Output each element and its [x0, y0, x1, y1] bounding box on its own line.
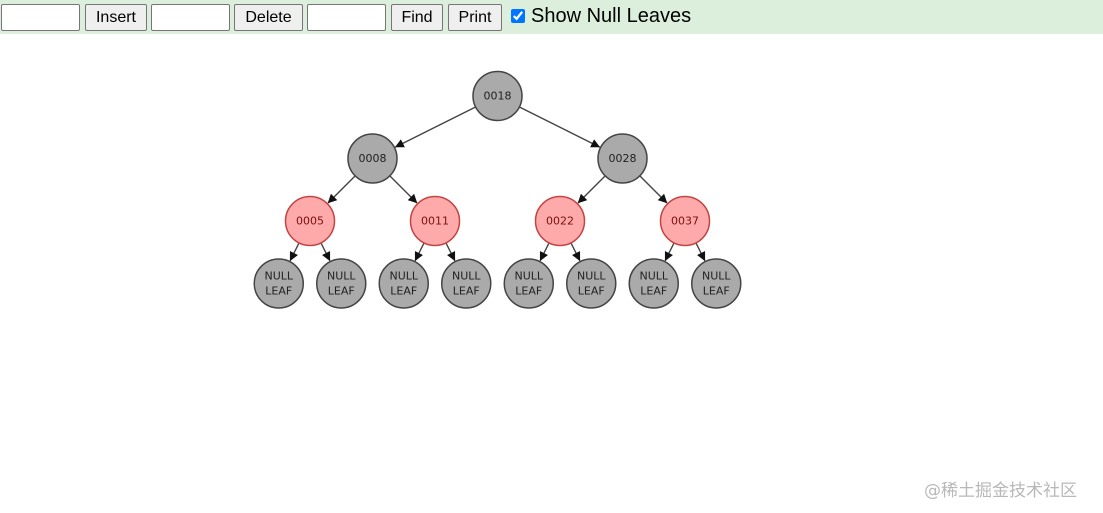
node-label: 0018 — [484, 90, 512, 103]
tree-node[interactable]: 0005 — [284, 195, 336, 247]
black-node-circle[interactable] — [503, 258, 554, 309]
null-leaf-node[interactable]: NULL LEAF — [253, 258, 304, 309]
tree-edge — [320, 242, 331, 262]
node-label: 0005 — [296, 215, 324, 228]
red-node-circle[interactable] — [409, 195, 461, 247]
black-node-circle[interactable] — [378, 258, 429, 309]
black-node-circle[interactable] — [316, 258, 367, 309]
red-node-circle[interactable] — [284, 195, 336, 247]
null-leaf-node[interactable]: NULL LEAF — [378, 258, 429, 309]
tree-edge — [327, 175, 356, 204]
watermark: @稀土掘金技术社区 — [924, 481, 1077, 501]
tree-node[interactable]: 0008 — [347, 133, 398, 184]
node-label: LEAF — [328, 285, 355, 298]
node-label: NULL — [639, 270, 668, 283]
tree-node[interactable]: 0011 — [409, 195, 461, 247]
null-leaf-node[interactable]: NULL LEAF — [441, 258, 492, 309]
insert-value-input[interactable] — [1, 4, 80, 31]
null-leaf-node[interactable]: NULL LEAF — [566, 258, 617, 309]
tree-edge — [639, 175, 668, 204]
node-label: NULL — [452, 270, 481, 283]
node-label: NULL — [327, 270, 356, 283]
null-leaf-node[interactable]: NULL LEAF — [691, 258, 742, 309]
node-label: NULL — [514, 270, 543, 283]
null-leaf-node[interactable]: NULL LEAF — [503, 258, 554, 309]
black-node-circle[interactable] — [691, 258, 742, 309]
node-label: LEAF — [640, 285, 667, 298]
node-label: NULL — [702, 270, 731, 283]
black-node-circle[interactable] — [253, 258, 304, 309]
tree-edge — [389, 175, 418, 204]
node-label: 0028 — [609, 152, 637, 165]
tree-edge — [394, 106, 476, 148]
tree-edge — [519, 106, 601, 148]
tree-edge — [539, 242, 550, 262]
node-label: LEAF — [453, 285, 480, 298]
node-label: 0008 — [359, 152, 387, 165]
tree-node[interactable]: 0028 — [597, 133, 648, 184]
tree-edge — [695, 242, 706, 262]
node-label: NULL — [577, 270, 606, 283]
tree-edge — [664, 242, 675, 262]
null-leaf-node[interactable]: NULL LEAF — [316, 258, 367, 309]
tree-edges — [289, 106, 706, 262]
node-label: 0037 — [671, 215, 699, 228]
black-node-circle[interactable] — [628, 258, 679, 309]
node-label: NULL — [389, 270, 418, 283]
black-node-circle[interactable] — [472, 70, 523, 122]
black-node-circle[interactable] — [597, 133, 648, 184]
find-value-input[interactable] — [307, 4, 386, 31]
node-label: LEAF — [265, 285, 292, 298]
tree-edge — [577, 175, 606, 204]
red-node-circle[interactable] — [534, 195, 586, 247]
find-button[interactable]: Find — [391, 4, 443, 31]
tree-node[interactable]: 0018 — [472, 70, 523, 122]
node-label: LEAF — [390, 285, 417, 298]
insert-button[interactable]: Insert — [85, 4, 147, 31]
delete-button[interactable]: Delete — [234, 4, 303, 31]
show-null-leaves-checkbox[interactable] — [511, 9, 525, 23]
tree-edge — [289, 242, 300, 262]
delete-value-input[interactable] — [151, 4, 230, 31]
show-null-leaves-label[interactable]: Show Null Leaves — [531, 4, 692, 27]
toolbar: Insert Delete Find Print Show Null Leave… — [0, 0, 1103, 34]
tree-edge — [414, 242, 425, 262]
black-node-circle[interactable] — [441, 258, 492, 309]
node-label: LEAF — [578, 285, 605, 298]
null-leaf-node[interactable]: NULL LEAF — [628, 258, 679, 309]
node-label: 0022 — [546, 215, 574, 228]
tree-edge — [570, 242, 581, 262]
tree-node[interactable]: 0022 — [534, 195, 586, 247]
tree-node[interactable]: 0037 — [659, 195, 711, 247]
node-label: NULL — [264, 270, 293, 283]
node-label: 0011 — [421, 215, 449, 228]
show-null-leaves-control[interactable]: Show Null Leaves — [511, 4, 691, 28]
black-node-circle[interactable] — [566, 258, 617, 309]
print-button[interactable]: Print — [448, 4, 502, 31]
node-label: LEAF — [703, 285, 730, 298]
node-label: LEAF — [515, 285, 542, 298]
red-node-circle[interactable] — [659, 195, 711, 247]
tree-edge — [445, 242, 456, 262]
black-node-circle[interactable] — [347, 133, 398, 184]
